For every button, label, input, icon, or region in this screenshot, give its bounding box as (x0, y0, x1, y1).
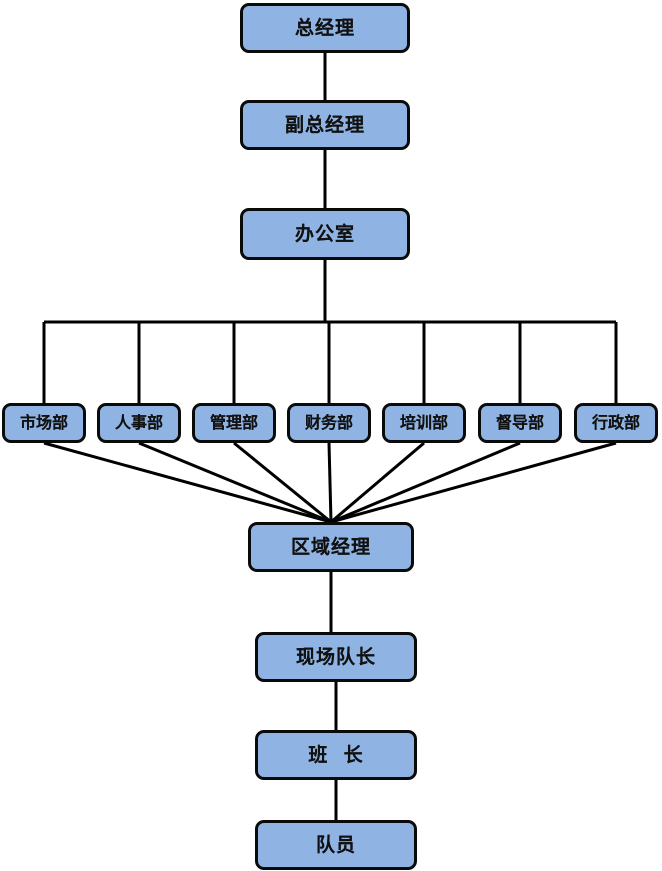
node-label-department-training: 培训部 (399, 413, 448, 432)
node-label-shift-leader: 班 长 (308, 743, 364, 766)
node-label-department-human-resources: 人事部 (114, 413, 163, 432)
node-label-team-member: 队员 (315, 833, 356, 856)
node-department-management[interactable]: 管理部 (192, 403, 276, 443)
connector-administration-to-regional-manager (330, 441, 617, 524)
node-label-regional-manager: 区域经理 (290, 535, 371, 558)
node-label-department-administration: 行政部 (591, 413, 640, 432)
node-regional-manager[interactable]: 区域经理 (248, 522, 414, 572)
node-team-member[interactable]: 队员 (255, 820, 417, 870)
node-label-department-supervision: 督导部 (495, 413, 544, 432)
node-shift-leader[interactable]: 班 长 (255, 730, 417, 780)
connector-human-resources-to-regional-manager (138, 441, 332, 524)
node-department-finance[interactable]: 财务部 (287, 403, 371, 443)
node-label-department-management: 管理部 (209, 413, 258, 432)
node-site-team-leader[interactable]: 现场队长 (255, 632, 417, 682)
node-department-human-resources[interactable]: 人事部 (97, 403, 181, 443)
connector-management-to-regional-manager (233, 441, 332, 524)
node-label-department-marketing: 市场部 (19, 413, 68, 432)
connector-marketing-to-regional-manager (43, 441, 332, 524)
connector-supervision-to-regional-manager (330, 441, 521, 524)
connector-finance-to-regional-manager (327, 442, 333, 523)
node-department-supervision[interactable]: 督导部 (478, 403, 562, 443)
node-department-administration[interactable]: 行政部 (574, 403, 658, 443)
node-label-site-team-leader: 现场队长 (295, 645, 376, 668)
node-office[interactable]: 办公室 (240, 208, 410, 260)
node-deputy-general-manager[interactable]: 副总经理 (240, 100, 410, 150)
node-department-training[interactable]: 培训部 (382, 403, 466, 443)
node-label-general-manager: 总经理 (294, 16, 355, 39)
node-department-marketing[interactable]: 市场部 (2, 403, 86, 443)
node-general-manager[interactable]: 总经理 (240, 3, 410, 53)
node-label-department-finance: 财务部 (304, 413, 353, 432)
connector-training-to-regional-manager (330, 441, 425, 524)
node-label-office: 办公室 (294, 222, 355, 245)
node-label-deputy-general-manager: 副总经理 (284, 113, 365, 136)
